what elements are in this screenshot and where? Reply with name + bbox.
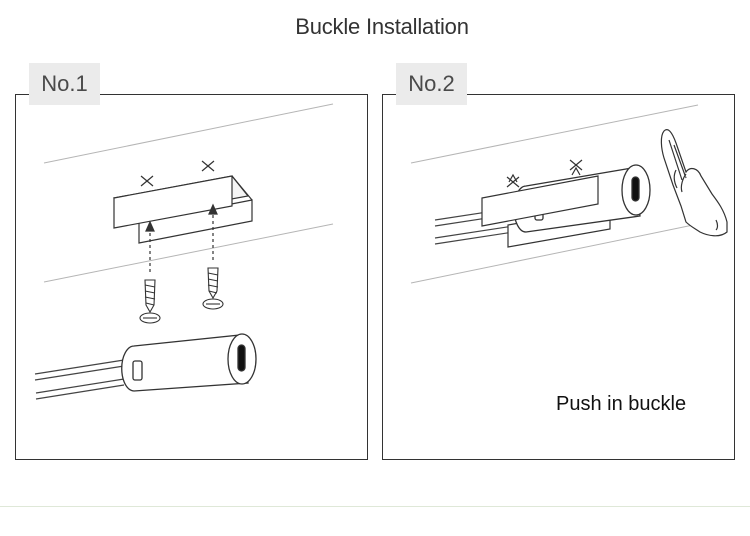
screw-icon [139, 279, 161, 324]
step-1-label: No.1 [29, 63, 100, 105]
cabinet-edge-lines [43, 103, 334, 283]
step-2-label: No.2 [396, 63, 467, 105]
page-title: Buckle Installation [295, 14, 469, 39]
cable-wires [34, 359, 125, 400]
step-1-panel [15, 94, 368, 460]
step-2-caption: Push in buckle [556, 393, 687, 415]
dashed-arrow-icon [145, 203, 218, 272]
cross-mark-icon [506, 159, 583, 188]
footer-divider [0, 506, 750, 507]
cross-mark-icon [140, 160, 215, 187]
sensor-switch-icon [121, 333, 257, 392]
hand-icon [660, 129, 728, 237]
cabinet-edge-lines [410, 104, 699, 284]
screw-icon [202, 267, 224, 310]
buckle-icon [481, 175, 599, 227]
